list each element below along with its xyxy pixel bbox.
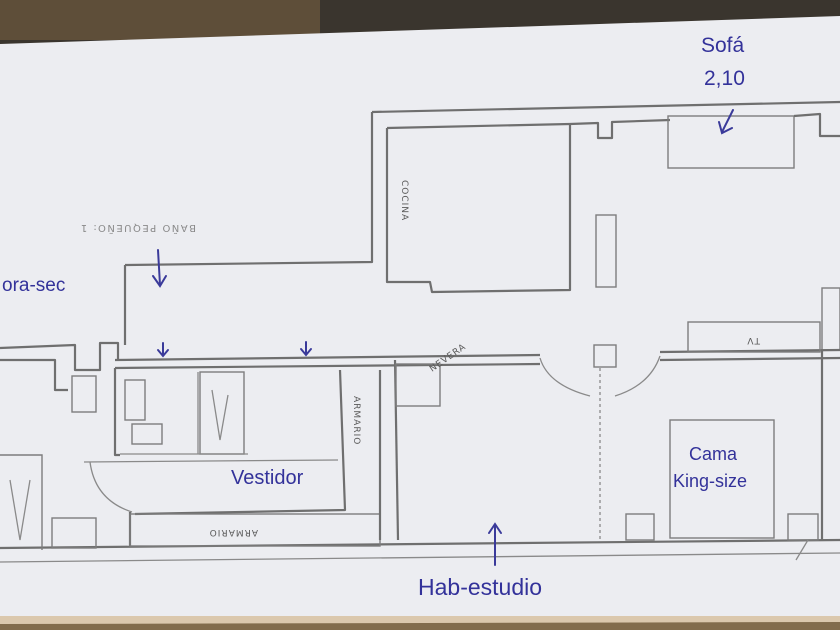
tv-text: TV (746, 335, 761, 345)
secadora-arrow-icon (152, 249, 167, 288)
bano-pequeno-text: BAÑO PEQUEÑO: 1 (79, 222, 196, 235)
paper-sheet (0, 16, 840, 624)
vestidor-label: Vestidor (231, 467, 304, 489)
sofa-arrow-icon (718, 109, 734, 135)
corridor-walls (114, 265, 840, 370)
door-arrow-right-icon (300, 341, 312, 357)
hab-estudio-label: Hab-estudio (418, 574, 543, 600)
left-area-walls (0, 341, 400, 550)
door-swings (89, 355, 661, 513)
cama-size-label: King-size (673, 471, 748, 491)
cocina-text: COCINA (399, 180, 409, 221)
bottom-edge (0, 616, 840, 630)
table-highlight (0, 0, 320, 40)
hab-estudio-arrow-icon (488, 522, 502, 566)
sofa-size-label: 2,10 (704, 67, 745, 90)
cama-label: Cama (689, 444, 738, 464)
bedroom-walls (395, 350, 824, 561)
door-arrow-left-icon (157, 342, 169, 358)
armario-bottom-text: ARMARIO (209, 527, 258, 537)
armario-text: ARMARIO (351, 396, 361, 445)
sofa-label: Sofá (701, 34, 745, 57)
secadora-label: ora-sec (2, 275, 66, 296)
annotation-arrows (152, 109, 734, 566)
